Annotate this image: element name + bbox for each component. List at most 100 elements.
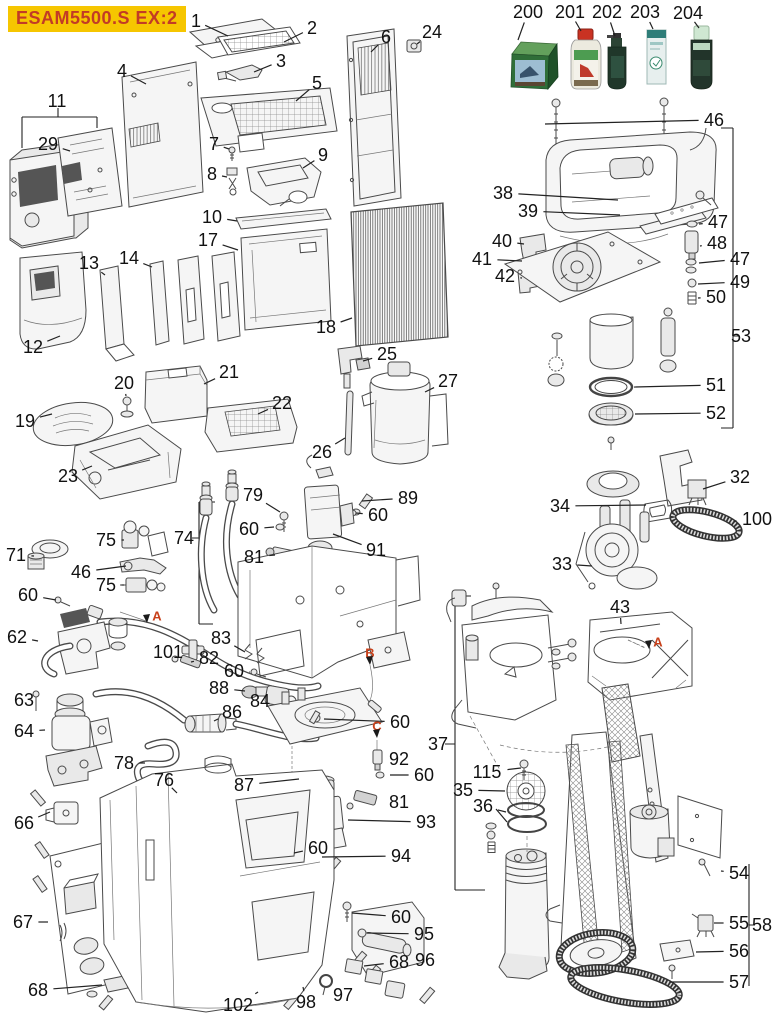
callout-54: 54 (729, 863, 749, 883)
callout-60: 60 (390, 712, 410, 732)
marker-arrow-A (143, 614, 150, 623)
leader-40 (517, 242, 525, 245)
callout-78: 78 (114, 753, 134, 773)
leader-18 (340, 317, 353, 323)
callout-75: 75 (96, 575, 116, 595)
callout-84: 84 (250, 691, 270, 711)
callout-60: 60 (239, 519, 259, 539)
leader-62 (31, 639, 39, 642)
part-46-lever (119, 557, 167, 575)
callout-14: 14 (119, 248, 139, 268)
callout-6: 6 (381, 27, 391, 47)
tower-gear (555, 929, 637, 977)
callout-67: 67 (13, 912, 33, 932)
callout-3: 3 (276, 51, 286, 71)
leader-19 (39, 413, 53, 418)
callout-202: 202 (592, 2, 622, 22)
leader-6 (370, 44, 379, 53)
callout-42: 42 (495, 266, 515, 286)
part-side-strip-a (177, 255, 205, 345)
leader-1 (204, 24, 229, 37)
callout-46: 46 (71, 562, 91, 582)
callout-33: 33 (552, 554, 572, 574)
valve-block-95-96 (344, 901, 436, 1005)
part-74-tubes (192, 469, 244, 625)
callout-201: 201 (555, 2, 585, 22)
part-52-filter-cap (588, 402, 634, 450)
callout-88: 88 (209, 678, 229, 698)
leader-35 (478, 789, 506, 792)
leader-33 (577, 564, 593, 567)
leader-2 (283, 32, 304, 43)
callout-200: 200 (513, 2, 543, 22)
callout-50: 50 (706, 287, 726, 307)
marker-b-line (367, 664, 382, 713)
brew-piston-parts (485, 822, 497, 853)
part-8-fitting (226, 167, 238, 196)
callout-101: 101 (153, 642, 183, 662)
part-17-inner-panel (240, 228, 332, 331)
leader-60 (43, 597, 57, 601)
callout-40: 40 (492, 231, 512, 251)
callout-58: 58 (752, 915, 772, 935)
part-26-tube (344, 390, 354, 456)
part-5-cup-tray (200, 87, 338, 153)
leader-3 (253, 64, 272, 73)
part-36-orings (495, 802, 547, 833)
part-33-grinder-motor (575, 499, 658, 590)
callout-23: 23 (58, 466, 78, 486)
leader-81 (269, 554, 276, 557)
leader-52 (634, 412, 701, 415)
leader-68 (363, 963, 384, 967)
part-4-side-panel (121, 61, 204, 208)
part-54-panel (677, 795, 723, 877)
leader-14 (143, 263, 153, 268)
boiler-mount-plate (503, 231, 662, 303)
callout-71: 71 (6, 545, 26, 565)
leader-5 (295, 89, 310, 102)
callout-74: 74 (174, 528, 194, 548)
callout-53: 53 (731, 326, 751, 346)
callout-5: 5 (312, 73, 322, 93)
leader-32 (702, 481, 726, 490)
part-68-fitting-left (86, 975, 129, 1011)
callout-24: 24 (422, 22, 442, 42)
leader-203 (649, 21, 654, 30)
part-2-top-grate (217, 26, 301, 56)
callout-64: 64 (14, 721, 34, 741)
leader-68 (53, 984, 103, 990)
leader-27 (424, 387, 435, 393)
callout-52: 52 (706, 403, 726, 423)
part-75-valve-lower (120, 577, 166, 593)
callout-27: 27 (438, 371, 458, 391)
leader-60 (323, 718, 385, 722)
leader-60 (293, 850, 304, 854)
callout-47: 47 (730, 249, 750, 269)
callout-9: 9 (318, 145, 328, 165)
part-71-steam-knob (27, 539, 69, 570)
callout-100: 100 (742, 509, 772, 529)
part-79-screw (279, 511, 289, 532)
part-27-milk-carafe (361, 361, 449, 465)
part-60-screw-d (250, 668, 267, 678)
callout-39: 39 (518, 201, 538, 221)
callout-62: 62 (7, 627, 27, 647)
callout-60: 60 (368, 505, 388, 525)
leader-204 (694, 21, 700, 29)
callout-95: 95 (414, 924, 434, 944)
leader-86 (213, 718, 219, 722)
bracket-58 (748, 864, 755, 986)
callout-13: 13 (79, 253, 99, 273)
leader-60 (264, 526, 275, 529)
callout-91: 91 (366, 540, 386, 560)
callout-34: 34 (550, 496, 570, 516)
thermoblock-plate (267, 687, 383, 790)
callout-60: 60 (18, 585, 38, 605)
callout-94: 94 (391, 846, 411, 866)
callout-60: 60 (391, 907, 411, 927)
leader-88 (234, 689, 246, 692)
leader-22 (257, 408, 269, 415)
part-9-funnel-tray (246, 157, 322, 207)
callout-92: 92 (389, 749, 409, 769)
